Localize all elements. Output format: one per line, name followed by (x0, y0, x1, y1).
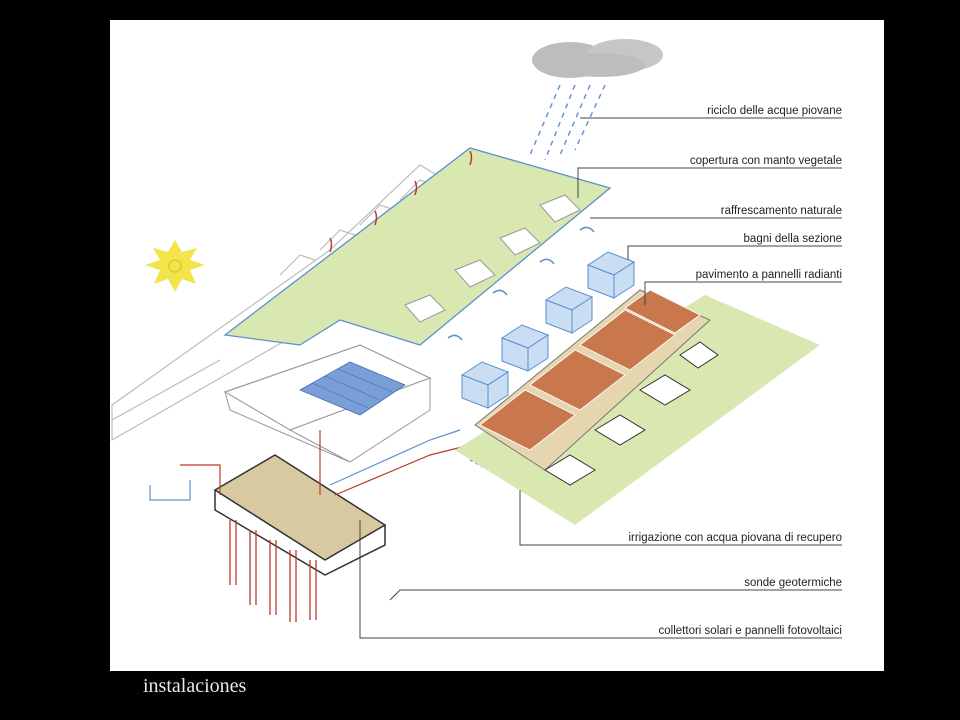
label-natural-cooling: raffrescamento naturale (721, 205, 842, 217)
ground-floor (213, 454, 387, 576)
building-systems-diagram: riciclo delle acque piovane copertura co… (111, 39, 842, 639)
green-roof (223, 147, 612, 346)
label-green-roof: copertura con manto vegetale (690, 155, 842, 167)
label-irrigation: irrigazione con acqua piovana di recuper… (628, 532, 842, 544)
label-geothermal-probes: sonde geotermiche (744, 577, 842, 589)
sun-icon (145, 240, 205, 292)
label-bathrooms: bagni della sezione (744, 233, 842, 245)
callout-labels: riciclo delle acque piovane copertura co… (628, 105, 842, 637)
cooling-airflow-arrows (447, 226, 595, 341)
label-solar-collectors: collettori solari e pannelli fotovoltaic… (659, 625, 842, 637)
label-rainwater-recycling: riciclo delle acque piovane (707, 105, 842, 117)
label-radiant-floor: pavimento a pannelli radianti (696, 269, 842, 281)
radiant-floor (474, 289, 711, 471)
skylights (544, 341, 719, 486)
rain-cloud-icon (532, 39, 663, 78)
slide-caption: instalaciones (143, 675, 247, 697)
geothermal-probes (229, 520, 317, 622)
bathroom-boxes (460, 251, 636, 409)
diagram-panel: riciclo delle acque piovane copertura co… (110, 20, 884, 671)
leader-lines (359, 117, 842, 639)
rain-drops (529, 84, 606, 161)
heat-arrows (329, 150, 473, 253)
solar-block (223, 344, 432, 463)
roof-vents (404, 194, 581, 323)
